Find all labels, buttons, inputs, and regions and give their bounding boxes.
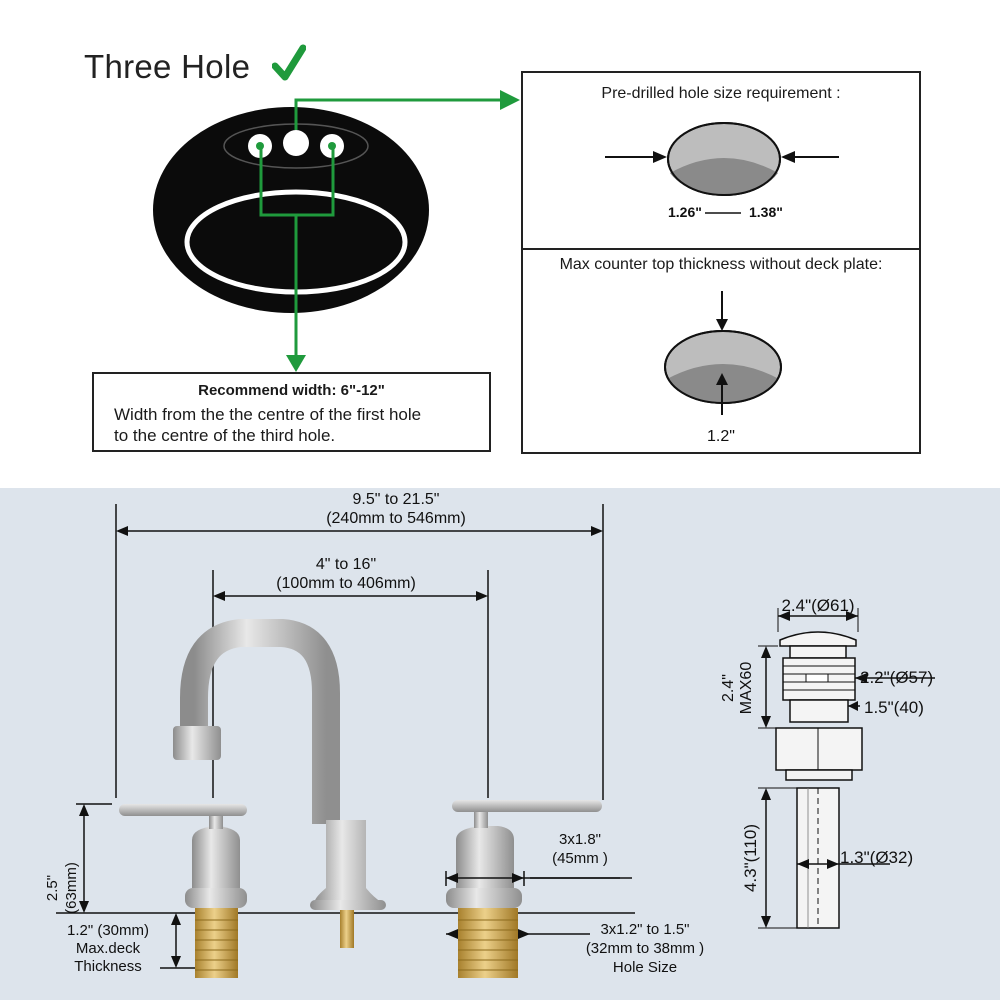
drain-top-height-label: 2.4" MAX60 — [720, 648, 760, 728]
deck-line-3: Thickness — [74, 958, 142, 975]
hole-spec-box: Pre-drilled hole size requirement : 1.26… — [521, 71, 921, 454]
drain-pipe-diameter: 1.3"(Ø32) — [840, 848, 914, 867]
hole-size-min: 1.26" — [668, 204, 702, 220]
center-hole-arrow-line — [294, 98, 505, 130]
arrow-right-icon — [500, 90, 520, 110]
center-spread-line2: (100mm to 406mm) — [276, 575, 416, 592]
arrow-right-icon — [653, 151, 667, 163]
hole-line-3: Hole Size — [612, 959, 678, 976]
recommend-line-2: to the centre of the third hole. — [114, 426, 336, 445]
overall-width-label: 9.5" to 21.5" (240mm to 546mm) — [296, 490, 496, 528]
checkmark-icon — [272, 44, 306, 81]
drain-height-top: 2.4" — [720, 674, 737, 702]
arrow-left-icon — [781, 151, 795, 163]
arrow-up-icon — [716, 373, 728, 385]
hole-line-2: (32mm to 38mm ) — [585, 940, 705, 957]
hole-size-illustration — [605, 122, 839, 214]
thickness-heading: Max counter top thickness without deck p… — [559, 256, 883, 273]
height-label: 2.5" (63mm) — [43, 843, 83, 933]
deck-line-1: 1.2" (30mm) — [66, 922, 149, 939]
hole-size-label: 3x1.2" to 1.5" (32mm to 38mm ) Hole Size — [570, 920, 720, 977]
height-imperial: 2.5" — [44, 874, 61, 902]
page-title: Three Hole — [84, 48, 251, 85]
center-spread-line1: 4" to 16" — [315, 556, 377, 573]
recommend-line-1: Width from the the centre of the first h… — [114, 405, 422, 424]
overall-width-line2: (240mm to 546mm) — [326, 510, 466, 527]
thickness-value: 1.2" — [707, 428, 735, 445]
overall-width-line1: 9.5" to 21.5" — [352, 491, 440, 508]
hole-size-heading: Pre-drilled hole size requirement : — [601, 85, 841, 102]
recommend-width-description: Width from the the centre of the first h… — [114, 404, 479, 446]
faucet-dimension-drawing — [56, 504, 935, 978]
drain-body-diameter: 2.2"(Ø57) — [860, 668, 934, 687]
handle-size-label: 3x1.8" (45mm ) — [540, 830, 620, 868]
deck-line-2: Max.deck — [75, 940, 141, 957]
spec-divider — [523, 248, 919, 250]
drain-cap-diameter: 2.4"(Ø61) — [781, 596, 855, 615]
arrow-down-icon — [286, 355, 306, 372]
recommend-width-title: Recommend width: 6"-12" — [198, 382, 385, 399]
height-metric: (63mm) — [63, 862, 80, 914]
deck-thickness-label: 1.2" (30mm) Max.deck Thickness — [58, 922, 158, 976]
three-hole-sink-diagram — [153, 90, 520, 372]
center-spread-label: 4" to 16" (100mm to 406mm) — [246, 555, 446, 593]
recommend-width-box: Recommend width: 6"-12" Width from the t… — [92, 372, 491, 452]
hole-line-1: 3x1.2" to 1.5" — [600, 921, 690, 938]
thickness-illustration — [664, 291, 782, 415]
drain-height-max: MAX60 — [738, 661, 755, 715]
faucet-hole-center — [283, 130, 309, 156]
hole-size-max: 1.38" — [749, 204, 783, 220]
drain-bottom-height: 4.3"(110) — [741, 823, 760, 893]
handle-line-1: 3x1.8" — [558, 831, 602, 848]
handle-line-2: (45mm ) — [552, 850, 608, 867]
drain-flange-height: 1.5"(40) — [864, 698, 924, 717]
arrow-down-icon — [716, 319, 728, 331]
